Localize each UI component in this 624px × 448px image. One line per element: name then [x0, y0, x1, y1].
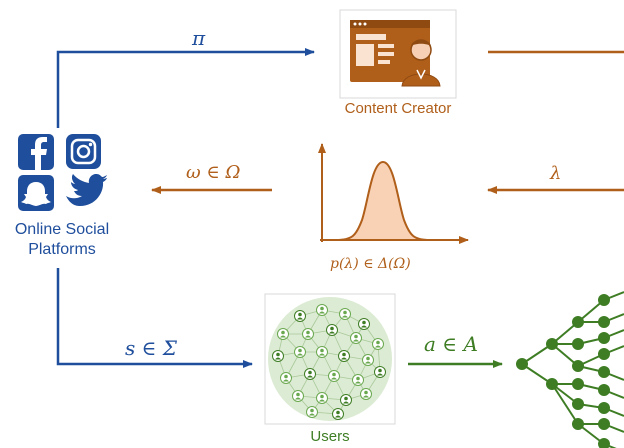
tree-node [572, 338, 584, 350]
tree-node [572, 378, 584, 390]
user-node [306, 406, 318, 418]
user-node [272, 350, 284, 362]
tree-node [598, 402, 610, 414]
tree-node [546, 338, 558, 350]
user-node [328, 370, 340, 382]
user-node [350, 332, 362, 344]
user-node [340, 394, 352, 406]
tree-node [572, 316, 584, 328]
users-label: Users [310, 428, 350, 445]
user-node [280, 372, 292, 384]
policy-arrow [56, 48, 315, 128]
user-node [339, 308, 351, 320]
platforms-label: Online Social Platforms [0, 220, 124, 260]
action-label: a ∈ A [424, 332, 478, 356]
signal-arrow [56, 268, 253, 368]
user-node [352, 374, 364, 386]
user-node [358, 318, 370, 330]
tree-node [598, 294, 610, 306]
user-node [302, 328, 314, 340]
user-network-icon [264, 293, 396, 425]
user-node [304, 368, 316, 380]
facebook-icon [18, 134, 54, 170]
user-node [374, 366, 386, 378]
platforms-label-line1: Online Social [14, 221, 110, 238]
user-node [316, 346, 328, 358]
tree-node [546, 378, 558, 390]
user-node [338, 350, 350, 362]
snapchat-icon [18, 175, 54, 211]
omega-label: ω ∈ Ω [186, 162, 241, 183]
user-node [332, 408, 344, 420]
user-node [316, 392, 328, 404]
platforms-label-line2: Platforms [28, 241, 96, 258]
lambda-label: λ [550, 163, 562, 184]
policy-label: π [192, 26, 206, 50]
tree-node [598, 366, 610, 378]
tree-node [598, 418, 610, 430]
signal-label: s ∈ Σ [125, 336, 177, 360]
user-node [316, 304, 328, 316]
creator-icon [339, 9, 457, 99]
tree-node [598, 438, 610, 448]
user-node [326, 324, 338, 336]
tree-node [598, 348, 610, 360]
user-node [292, 390, 304, 402]
user-node [362, 354, 374, 366]
user-node [360, 388, 372, 400]
tree-node [598, 384, 610, 396]
tree-graph-icon [516, 291, 624, 448]
tree-node [598, 316, 610, 328]
user-node [372, 338, 384, 350]
instagram-icon [66, 134, 101, 169]
tree-node [598, 332, 610, 344]
tree-node [572, 398, 584, 410]
user-node [294, 310, 306, 322]
user-node [294, 346, 306, 358]
distribution-label: p(λ) ∈ Δ(Ω) [330, 256, 411, 272]
user-node [277, 328, 289, 340]
twitter-icon [66, 174, 107, 206]
bell-curve-icon [318, 143, 469, 244]
tree-node [572, 418, 584, 430]
creator-label: Content Creator [344, 100, 452, 117]
tree-node [572, 360, 584, 372]
tree-node [516, 358, 528, 370]
